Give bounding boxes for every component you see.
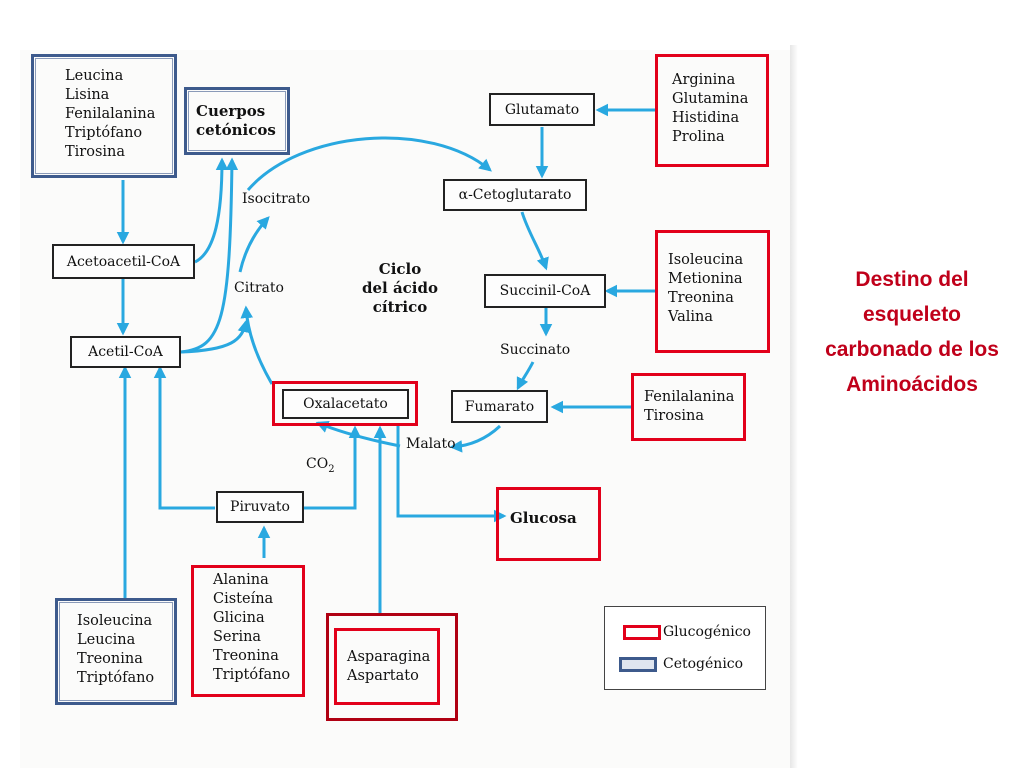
- piruvato-aa-group: Alanina Cisteína Glicina Serina Treonina…: [191, 565, 305, 697]
- ketogenic-group-bottom: Isoleucina Leucina Treonina Triptófano: [55, 598, 177, 705]
- arrow-succinato-to-fumarato: [516, 361, 535, 391]
- arrow-malato-to-oxalacetato: [315, 420, 401, 448]
- arrow-fumarato-to-malato: [449, 424, 502, 453]
- amino-acid: Treonina: [77, 651, 143, 667]
- citrato-label: Citrato: [234, 280, 284, 296]
- isocitrato-label: Isocitrato: [242, 191, 311, 207]
- oxalacetato-aa-group-outer: [326, 613, 458, 721]
- fumarato-aa-group: Fenilalanina Tirosina: [631, 373, 746, 441]
- arrow-acetoacetil-to-cuerpos: [194, 157, 229, 264]
- succinato-label: Succinato: [500, 342, 571, 358]
- amino-acid: Fenilalanina: [65, 106, 156, 122]
- amino-acid: Glutamina: [672, 91, 749, 107]
- amino-acid: Metionina: [668, 271, 743, 287]
- oxalacetato-aa-group: Asparagina Aspartato: [334, 628, 440, 705]
- amino-acid: Triptófano: [77, 670, 155, 686]
- oxalacetato-aa-list: Asparagina Aspartato: [347, 648, 430, 686]
- fumarato-box: Fumarato: [451, 390, 548, 423]
- amino-acid: Treonina: [213, 648, 279, 664]
- amino-acid: Fenilalanina: [644, 389, 735, 405]
- amino-acid: Alanina: [213, 572, 269, 588]
- fumarato-aa-list: Fenilalanina Tirosina: [644, 388, 734, 426]
- legend-ketogenic-swatch: [619, 657, 657, 672]
- ketogenic-top-list: Leucina Lisina Fenilalanina Triptófano T…: [65, 67, 155, 162]
- amino-acid: Tirosina: [644, 408, 705, 424]
- legend-glucogenic-swatch: [623, 625, 661, 640]
- page-title: Destino del esqueleto carbonado de los A…: [825, 268, 999, 396]
- amino-acid: Serina: [213, 629, 262, 645]
- piruvato-box: Piruvato: [216, 491, 304, 523]
- arrow-isocitrato-to-cetoglutarato: [246, 136, 492, 191]
- amino-acid: Isoleucina: [77, 613, 153, 629]
- legend: Glucogénico Cetogénico: [604, 606, 766, 690]
- amino-acid: Asparagina: [347, 649, 431, 665]
- amino-acid: Histidina: [672, 110, 740, 126]
- amino-acid: Leucina: [77, 632, 136, 648]
- amino-acid: Triptófano: [65, 125, 143, 141]
- succinil-aa-list: Isoleucina Metionina Treonina Valina: [668, 251, 743, 327]
- amino-acid: Lisina: [65, 87, 110, 103]
- amino-acid: Treonina: [668, 290, 734, 306]
- cycle-label: Ciclo del ácido cítrico: [362, 260, 438, 316]
- arrow-cetoglutarato-to-succinil: [520, 211, 549, 271]
- malato-label: Malato: [406, 436, 456, 452]
- glutamato-box: Glutamato: [489, 93, 595, 126]
- amino-acid: Triptófano: [213, 667, 291, 683]
- amino-acid: Glicina: [213, 610, 265, 626]
- glucosa-box: [496, 487, 601, 561]
- legend-glucogenic-label: Glucogénico: [663, 624, 751, 640]
- glucosa-label: Glucosa: [510, 509, 577, 527]
- ketogenic-bottom-list: Isoleucina Leucina Treonina Triptófano: [77, 612, 154, 688]
- succinil-aa-group: Isoleucina Metionina Treonina Valina: [655, 230, 770, 353]
- amino-acid: Valina: [668, 309, 714, 325]
- ketogenic-group-top: Leucina Lisina Fenilalanina Triptófano T…: [31, 54, 177, 178]
- glutamato-aa-list: Arginina Glutamina Histidina Prolina: [672, 71, 748, 147]
- amino-acid: Cisteína: [213, 591, 274, 607]
- amino-acid: Isoleucina: [668, 252, 744, 268]
- arrow-piruvato-to-acetil: [153, 365, 215, 510]
- amino-acid: Arginina: [672, 72, 736, 88]
- panel-edge: [790, 45, 798, 768]
- cetoglutarato-box: α-Cetoglutarato: [443, 179, 587, 211]
- co2-label: CO2: [306, 456, 335, 475]
- arrow-acetil-to-citrato: [180, 319, 250, 354]
- legend-ketogenic-label: Cetogénico: [663, 656, 744, 672]
- arrow-piruvato-to-oxalacetato: [304, 425, 362, 510]
- oxalacetato-box: Oxalacetato: [282, 389, 409, 419]
- arrow-citrato-to-isocitrato: [238, 216, 270, 273]
- amino-acid: Aspartato: [347, 668, 419, 684]
- amino-acid: Tirosina: [65, 144, 126, 160]
- amino-acid: Prolina: [672, 129, 725, 145]
- cuerpos-cetonicos-label: Cuerpos cetónicos: [196, 102, 276, 139]
- piruvato-aa-list: Alanina Cisteína Glicina Serina Treonina…: [213, 571, 290, 685]
- amino-acid: Leucina: [65, 68, 124, 84]
- acetoacetil-coa-box: Acetoacetil-CoA: [52, 244, 195, 279]
- arrow-oxalacetato-to-citrato: [240, 305, 274, 385]
- arrow-oxalacetato-to-glucosa: [396, 424, 507, 523]
- arrow-acetil-to-cuerpos: [180, 157, 239, 354]
- glutamato-aa-group: Arginina Glutamina Histidina Prolina: [655, 54, 769, 167]
- oxalacetato-glucogenic-frame: [272, 381, 418, 426]
- cuerpos-cetonicos-box: Cuerpos cetónicos: [184, 87, 290, 155]
- acetil-coa-box: Acetil-CoA: [70, 336, 181, 368]
- succinil-coa-box: Succinil-CoA: [484, 274, 606, 308]
